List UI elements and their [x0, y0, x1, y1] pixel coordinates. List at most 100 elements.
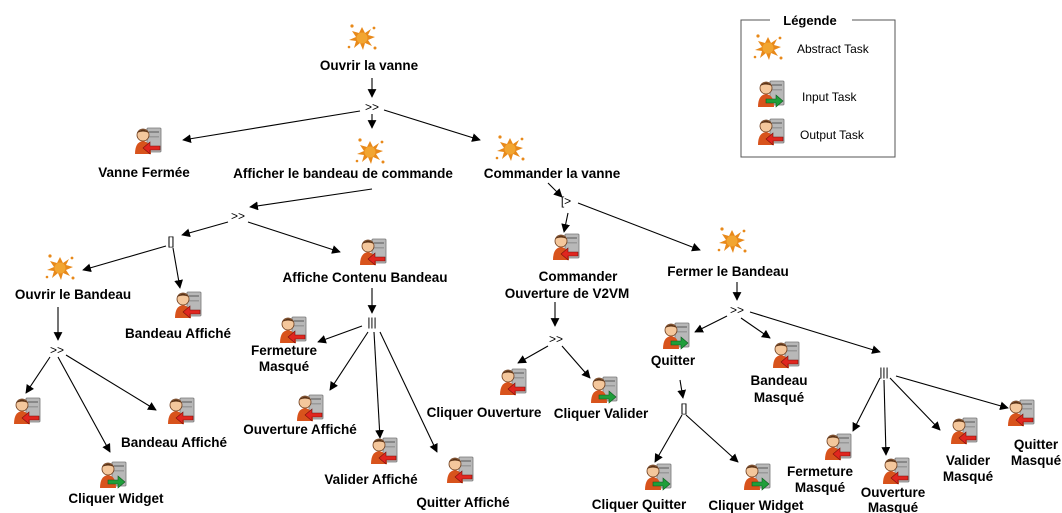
output-task-icon — [951, 418, 977, 444]
abstract-task-icon — [347, 24, 377, 50]
edge — [685, 414, 739, 463]
output-task-icon — [297, 395, 323, 421]
edge — [249, 188, 373, 211]
operator-enabling: >> — [730, 303, 744, 317]
edges — [25, 78, 1009, 463]
output-task-icon — [883, 458, 909, 484]
task-label: Masqué — [795, 480, 846, 495]
task-label: Masqué — [1011, 453, 1062, 468]
edge — [677, 379, 687, 399]
task-label: Masqué — [754, 390, 805, 405]
input-task-icon — [645, 464, 671, 490]
edge — [577, 202, 701, 252]
output-task-icon — [14, 398, 40, 424]
abstract-task-icon — [495, 135, 525, 161]
task-label: Cliquer Quitter — [592, 497, 687, 512]
task-label: Masqué — [943, 469, 994, 484]
operator-choice: [] — [681, 401, 688, 415]
edge — [65, 354, 157, 411]
edge — [247, 221, 341, 254]
legend-title: Légende — [783, 13, 836, 28]
edge — [561, 212, 570, 233]
operator-enabling: >> — [365, 100, 379, 114]
legend-item-label: Input Task — [802, 90, 857, 104]
edge — [547, 182, 563, 198]
input-task-icon — [100, 462, 126, 488]
edge — [172, 247, 183, 289]
output-task-icon — [825, 434, 851, 460]
edge — [881, 379, 891, 456]
legend-item-label: Output Task — [800, 128, 865, 142]
task-label: Quitter Affiché — [416, 495, 510, 510]
edge — [654, 414, 683, 463]
edge — [373, 331, 384, 439]
task-label-root: Ouvrir la vanne — [320, 58, 419, 73]
edge — [740, 317, 771, 339]
operator-concurrent: ||| — [879, 365, 888, 379]
edge — [852, 377, 881, 432]
output-task-icon — [135, 128, 161, 154]
input-task-icon — [663, 323, 689, 349]
task-label: Quitter — [651, 353, 696, 368]
output-task-icon — [371, 438, 397, 464]
task-label: Masqué — [868, 500, 919, 513]
edge — [517, 345, 549, 364]
task-label: Ouverture — [861, 485, 926, 500]
task-label: Fermeture — [251, 343, 318, 358]
output-task-icon — [500, 369, 526, 395]
task-label: Bandeau Affiché — [125, 326, 232, 341]
task-label: Quitter — [1014, 437, 1059, 452]
task-label: Cliquer Ouverture — [427, 405, 542, 420]
edge — [895, 375, 1009, 411]
task-label: Valider — [946, 453, 991, 468]
task-label: Bandeau — [750, 373, 807, 388]
task-label: Cliquer Valider — [554, 406, 649, 421]
task-label: Fermeture — [787, 464, 854, 479]
edge — [57, 356, 111, 453]
output-task-icon — [447, 457, 473, 483]
operator-disabling: [> — [561, 194, 571, 208]
task-label: Masqué — [259, 359, 310, 374]
task-label: Cliquer Widget — [708, 498, 804, 513]
task-label: Commander — [539, 269, 619, 284]
operator-concurrent: ||| — [367, 315, 376, 329]
output-task-icon — [360, 239, 386, 265]
edge — [317, 325, 363, 344]
output-task-icon — [175, 292, 201, 318]
output-task-icon — [168, 398, 194, 424]
input-task-icon — [591, 377, 617, 403]
operator-choice: [] — [168, 234, 175, 248]
legend-item-label: Abstract Task — [797, 42, 870, 56]
task-label: Afficher le bandeau de commande — [233, 166, 453, 181]
operator-enabling: >> — [50, 343, 64, 357]
operator-enabling: >> — [231, 209, 245, 223]
task-label: Ouverture Affiché — [243, 422, 357, 437]
task-label: Cliquer Widget — [68, 491, 164, 506]
edge — [82, 245, 167, 273]
task-label: Vanne Fermée — [98, 165, 190, 180]
task-label: Valider Affiché — [324, 472, 418, 487]
edge — [889, 377, 941, 431]
abstract-task-icon — [717, 227, 747, 253]
edge — [694, 315, 728, 333]
task-label: Fermer le Bandeau — [667, 264, 789, 279]
output-task-icon — [553, 234, 579, 260]
edge — [383, 109, 481, 142]
output-task-icon — [1008, 400, 1034, 426]
edge — [749, 311, 881, 354]
edge — [181, 221, 229, 238]
output-task-icon — [773, 342, 799, 368]
edge — [329, 331, 369, 391]
task-label: Affiche Contenu Bandeau — [282, 270, 447, 285]
task-label: Commander la vanne — [484, 166, 621, 181]
edge — [561, 345, 591, 379]
input-task-icon — [744, 464, 770, 490]
task-label: Ouvrir le Bandeau — [15, 287, 131, 302]
legend: Légende Abstract Task Input Task Output … — [740, 12, 896, 158]
legend-title-bg — [770, 12, 852, 28]
abstract-task-icon — [45, 254, 75, 280]
operator-enabling: >> — [549, 332, 563, 346]
abstract-task-icon — [355, 138, 385, 164]
